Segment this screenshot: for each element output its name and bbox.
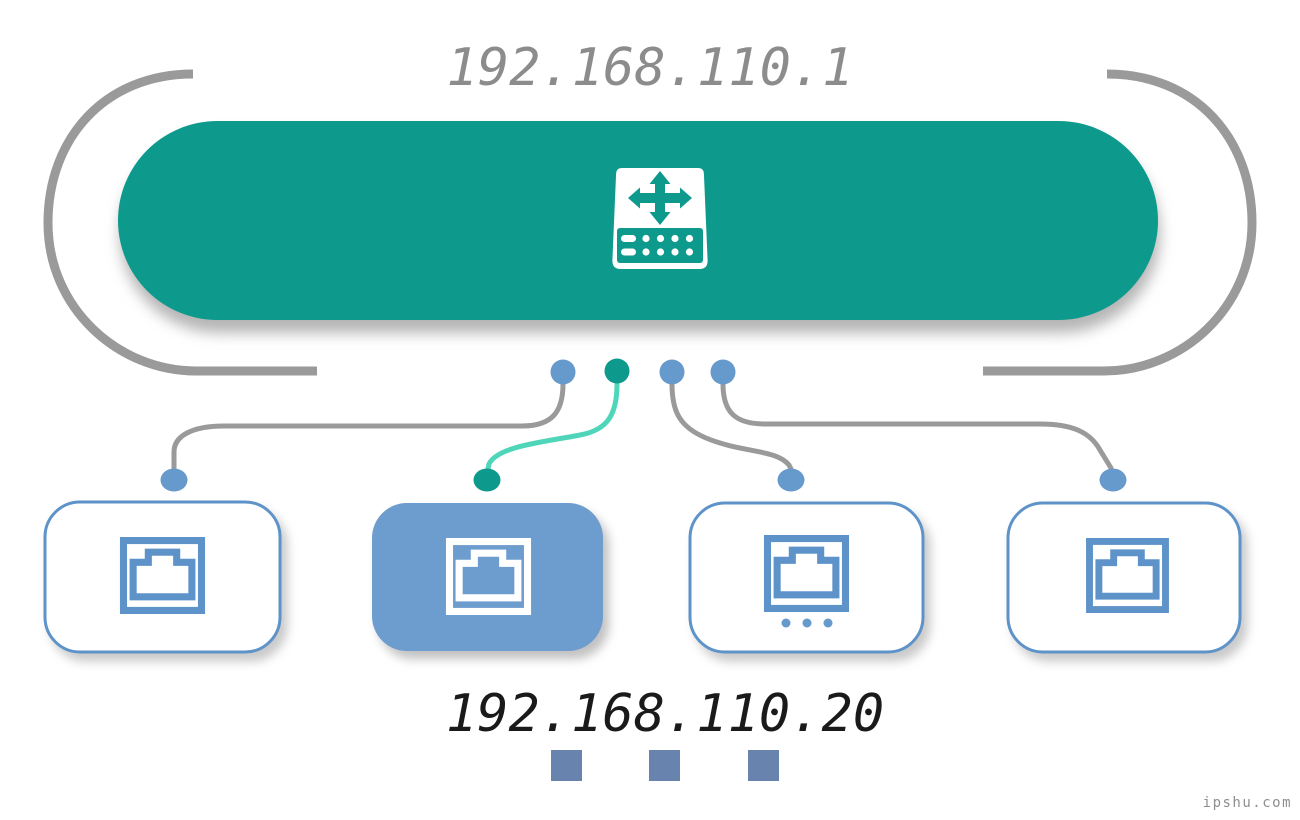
move-arrows-icon — [628, 171, 692, 225]
client-box-4 — [1006, 501, 1242, 654]
client-ip-label: 192.168.110.20 — [445, 684, 885, 744]
switch-port-dot — [550, 359, 576, 385]
connection-endpoint-dot — [160, 468, 188, 492]
client-box-3 — [688, 501, 925, 654]
pixel-squares-decoration — [551, 750, 779, 781]
connection-endpoint-dot-active — [473, 468, 501, 492]
switch-port-dot-active — [604, 358, 630, 384]
pixel-square — [748, 750, 779, 781]
pixel-square — [649, 750, 680, 781]
network-switch-icon — [612, 168, 708, 269]
connection-endpoint-dot — [1099, 468, 1127, 492]
client-box-1 — [43, 500, 282, 654]
switch-port-dot — [710, 359, 736, 385]
connection-endpoint-dot — [777, 468, 805, 492]
switch-port-dot — [659, 359, 685, 385]
switch-port-panel — [617, 228, 703, 263]
switch-panel-ports — [621, 234, 694, 256]
more-clients-ellipsis-icon — [781, 618, 833, 628]
left-bracket-arc — [43, 69, 317, 376]
router-ip-label: 192.168.110.1 — [446, 38, 854, 98]
connection-line-4 — [720, 381, 1114, 471]
connection-line-2-active — [485, 381, 620, 472]
watermark: ipshu.com — [1202, 795, 1292, 811]
client-box-2-highlighted — [372, 503, 603, 651]
pixel-square — [551, 750, 582, 781]
connection-line-1 — [171, 381, 566, 471]
connection-line-3 — [669, 381, 794, 472]
right-bracket-arc — [983, 69, 1257, 376]
